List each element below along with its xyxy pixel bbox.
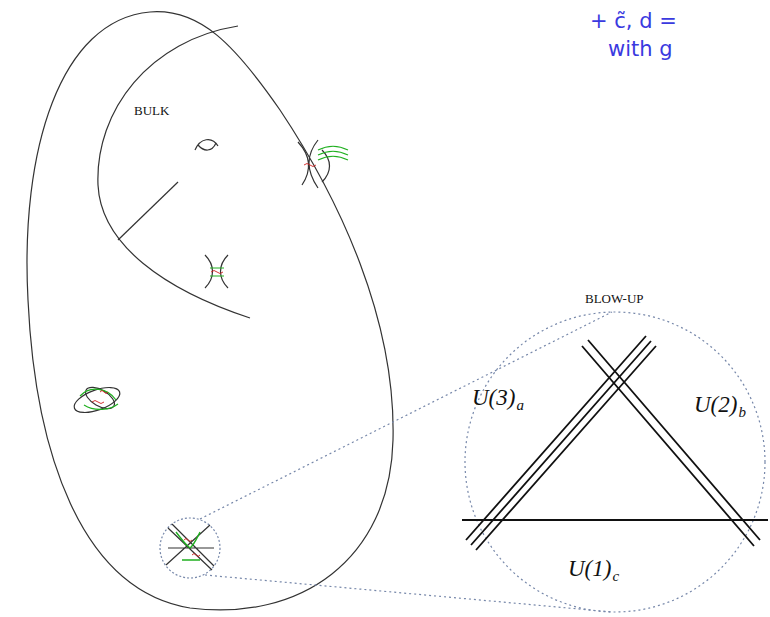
blowup-circle xyxy=(465,312,765,612)
zoom-circle xyxy=(160,518,220,578)
bulk-outline xyxy=(27,12,393,610)
open-string xyxy=(304,164,316,167)
bulk-curve xyxy=(98,26,250,318)
gauge-group: U(1) xyxy=(568,556,611,581)
brane-intersection xyxy=(166,524,214,570)
open-string xyxy=(210,268,224,276)
brane-u3 xyxy=(466,336,656,550)
open-string xyxy=(80,389,118,409)
formula-fragment: + c̃, d = xyxy=(590,10,677,33)
open-string xyxy=(211,271,223,274)
bulk-curve xyxy=(118,182,178,240)
brane-pair xyxy=(205,255,228,288)
brane-tangle xyxy=(71,382,123,417)
gauge-subscript: b xyxy=(738,404,746,421)
zoom-line xyxy=(200,312,612,612)
gauge-group: U(2) xyxy=(694,392,737,417)
region-label: BULK xyxy=(134,104,169,118)
formula-note: with g xyxy=(608,38,673,61)
brane-u2 xyxy=(582,340,760,546)
gauge-group: U(3) xyxy=(472,385,515,410)
open-string xyxy=(318,146,348,160)
gauge-subscript: c xyxy=(612,568,619,585)
brane-u1 xyxy=(462,519,768,521)
open-string xyxy=(92,391,108,404)
open-string xyxy=(176,532,200,560)
open-string xyxy=(184,539,200,557)
handle xyxy=(195,140,218,150)
region-label: BLOW-UP xyxy=(585,292,644,306)
gauge-subscript: a xyxy=(516,397,524,414)
brane-tangle xyxy=(82,383,118,413)
